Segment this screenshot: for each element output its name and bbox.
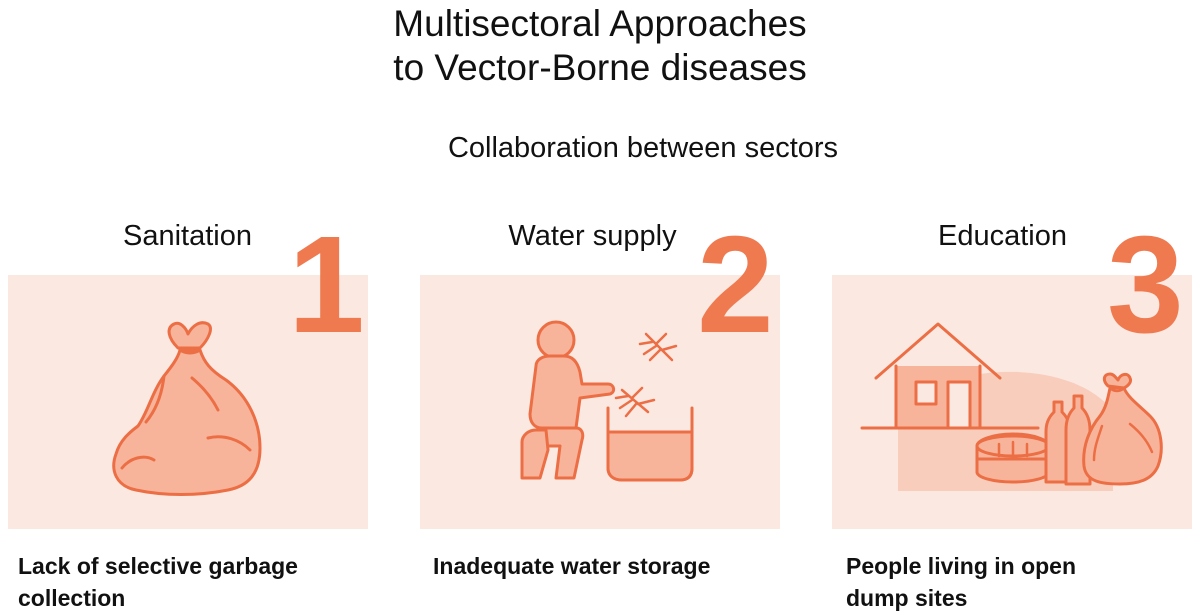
panel-2-caption-line-1: Inadequate water storage <box>433 553 711 579</box>
panel-3-number: 3 <box>1107 208 1184 362</box>
house-dump-site-icon <box>860 322 1163 491</box>
panel-2-heading: Water supply <box>508 220 677 252</box>
panel-1-number: 1 <box>288 208 365 362</box>
panel-1-caption-line-1: Lack of selective garbage <box>18 553 298 579</box>
title-line-2: to Vector-Borne diseases <box>393 47 807 88</box>
panel-1-caption-line-2: collection <box>18 585 126 611</box>
title-line-1: Multisectoral Approaches <box>393 3 807 44</box>
panel-3-caption-line-1: People living in open <box>846 553 1077 579</box>
panel-2-caption: Inadequate water storage <box>433 550 773 582</box>
panel-1-heading: Sanitation <box>123 220 252 252</box>
panel-3-caption: People living in open dump sites <box>846 550 1186 614</box>
panel-3-heading: Education <box>938 220 1067 252</box>
panel-3-caption-line-2: dump sites <box>846 585 968 611</box>
diagram-subtitle: Collaboration between sectors <box>447 132 839 164</box>
panel-2-number: 2 <box>697 208 774 362</box>
diagram-title: Multisectoral Approaches to Vector-Borne… <box>0 2 1200 90</box>
panel-2-box <box>420 275 780 529</box>
garbage-bag-icon <box>112 321 262 496</box>
panel-1-caption: Lack of selective garbage collection <box>18 550 358 614</box>
person-water-container-mosquitoes-icon <box>520 320 694 482</box>
